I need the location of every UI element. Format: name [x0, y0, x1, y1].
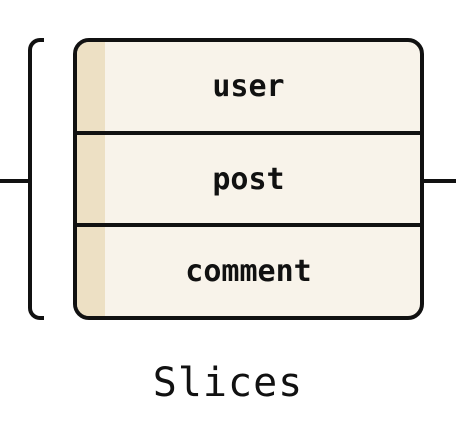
slice-stack: user post comment — [73, 38, 424, 320]
left-connector-line — [0, 179, 32, 183]
slice-post: post — [77, 130, 420, 224]
slice-comment: comment — [77, 223, 420, 316]
diagram-caption: Slices — [152, 360, 304, 406]
right-connector-line — [422, 179, 456, 183]
slice-label: user — [212, 68, 285, 104]
slice-label: comment — [185, 254, 312, 290]
slice-label: post — [212, 161, 285, 197]
left-bracket — [28, 38, 44, 320]
slice-user: user — [77, 42, 420, 131]
